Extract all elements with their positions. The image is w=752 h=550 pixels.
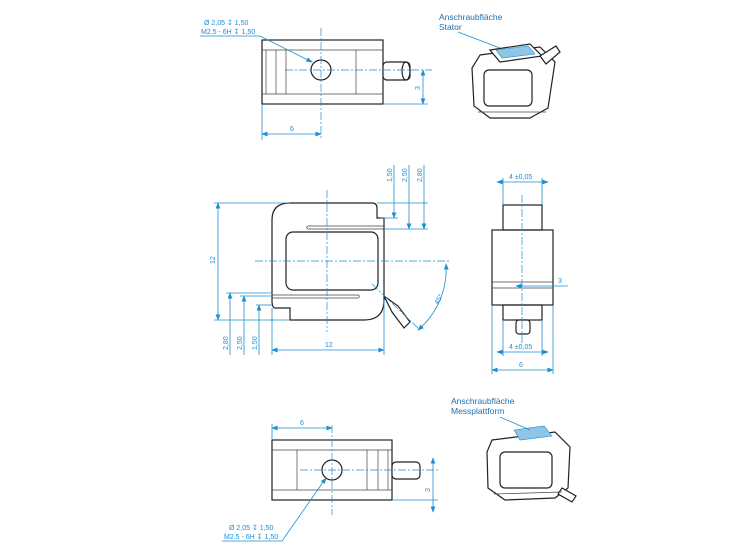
isometric-bottom: Anschraubfläche Messplattform	[451, 396, 577, 503]
thread-note: M2.5 - 6H ↧ 1,50	[201, 28, 255, 36]
label-line1: Anschraubfläche	[439, 12, 503, 22]
front-view: 12 12 1,50 2,50 2,80 2,80 2,50 1,50 45°	[210, 165, 450, 355]
dim-angle: 45°	[433, 293, 445, 306]
dim-bottom-3: 1,50	[252, 336, 259, 350]
label-line1: Anschraubfläche	[451, 396, 515, 406]
dim-width: 12	[325, 342, 333, 349]
label-line2: Messplattform	[451, 406, 504, 416]
dim-bottom-2: 2,50	[237, 336, 244, 350]
bottom-view: 6 3 Ø 2,05 ↧ 1,50 M2.5 - 6H ↧ 1,50	[222, 420, 438, 542]
dim-top-2: 2,50	[402, 168, 409, 182]
dim-height: 3	[415, 86, 422, 90]
dim-height: 3	[425, 488, 432, 492]
dim-pin: 3	[558, 278, 562, 285]
dim-bottom-1: 2,80	[223, 336, 230, 350]
dim-total: 6	[519, 362, 523, 369]
dim-top-3: 2,80	[417, 168, 424, 182]
pin	[391, 461, 421, 480]
dim-top: 4 ±0,05	[509, 174, 532, 181]
dim-width: 6	[290, 126, 294, 133]
isometric-top: Anschraubfläche Stator	[439, 12, 561, 119]
hole-note: Ø 2,05 ↧ 1,50	[204, 19, 248, 27]
dim-bottom: 4 ±0,05	[509, 344, 532, 351]
side-view: 4 ±0,05 4 ±0,05 6 3	[491, 174, 568, 374]
dim-width: 6	[300, 420, 304, 427]
dim-top-1: 1,50	[387, 168, 394, 182]
dim-height: 12	[210, 256, 217, 264]
hole-note: Ø 2,05 ↧ 1,50	[229, 524, 273, 532]
top-view: 6 3 Ø 2,05 ↧ 1,50 M2.5 - 6H ↧ 1,50	[200, 19, 432, 140]
pin	[382, 61, 411, 81]
thread-note: M2.5 - 6H ↧ 1,50	[224, 533, 278, 541]
label-line2: Stator	[439, 22, 462, 32]
